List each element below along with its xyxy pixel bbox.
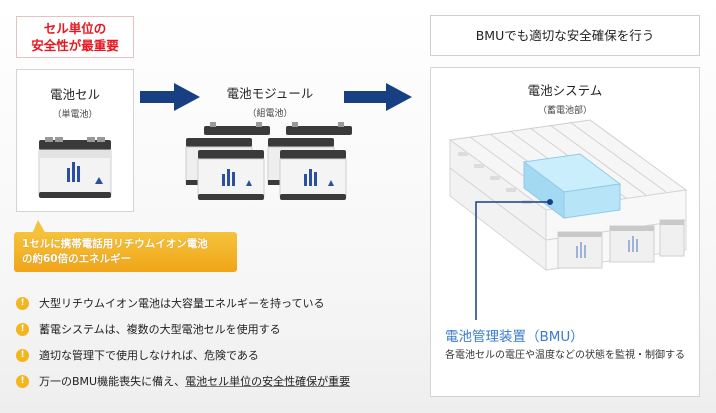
list-item: ! 大型リチウムイオン電池は大容量エネルギーを持っている — [16, 290, 416, 316]
battery-system-heading: 電池システム （蓄電池部） — [431, 80, 699, 116]
battery-cell-subtitle: （単電池） — [52, 110, 98, 120]
warning-icon: ! — [16, 322, 29, 336]
battery-cell-title: 電池セル — [49, 87, 100, 102]
battery-system-subtitle: （蓄電池部） — [537, 106, 592, 116]
warning-icon: ! — [16, 296, 29, 310]
energy-callout-line1: 1セルに携帯電話用リチウムイオン電池 — [22, 238, 208, 250]
battery-module-icon — [185, 122, 352, 200]
battery-cell-icon — [38, 137, 112, 198]
battery-module-subtitle: （組電池） — [247, 109, 293, 119]
battery-module-title: 電池モジュール — [226, 86, 314, 101]
safety-heading: セル単位の 安全性が最重要 — [16, 16, 134, 58]
list-item-text: 蓄電システムは、複数の大型電池セルを使用する — [39, 323, 281, 336]
list-item: ! 万一のBMU機能喪失に備え、電池セル単位の安全性確保が重要 — [16, 368, 416, 394]
warning-icon: ! — [16, 374, 29, 388]
bmu-heading: BMUでも適切な安全確保を行う — [430, 15, 700, 56]
callout-pointer — [32, 220, 46, 234]
safety-heading-line1: セル単位の — [43, 21, 107, 36]
bmu-label: 電池管理装置（BMU） — [445, 329, 584, 345]
bmu-description: 各電池セルの電圧や温度などの状態を監視・制御する — [445, 350, 685, 361]
arrow-right-icon — [344, 83, 412, 111]
battery-system-illustration — [448, 119, 688, 320]
battery-cell-box: 電池セル （単電池） — [16, 69, 134, 212]
key-points-list: ! 大型リチウムイオン電池は大容量エネルギーを持っている ! 蓄電システムは、複… — [16, 290, 416, 394]
list-item-text: 適切な管理下で使用しなければ、危険である — [39, 349, 259, 362]
list-item-text: 万一のBMU機能喪失に備え、 — [39, 375, 186, 388]
warning-icon: ! — [16, 348, 29, 362]
battery-module-heading: 電池モジュール （組電池） — [210, 83, 330, 119]
energy-callout: 1セルに携帯電話用リチウムイオン電池 の約60倍のエネルギー — [14, 232, 237, 272]
list-item-text: 大型リチウムイオン電池は大容量エネルギーを持っている — [39, 297, 325, 310]
list-item-emphasis: 電池セル単位の安全性確保が重要 — [185, 375, 351, 388]
safety-heading-line2: 安全性が最重要 — [31, 38, 119, 53]
list-item: ! 適切な管理下で使用しなければ、危険である — [16, 342, 416, 368]
battery-system-title: 電池システム — [527, 83, 603, 98]
energy-callout-line2: の約60倍のエネルギー — [22, 253, 132, 265]
list-item: ! 蓄電システムは、複数の大型電池セルを使用する — [16, 316, 416, 342]
arrow-right-icon — [140, 83, 200, 111]
